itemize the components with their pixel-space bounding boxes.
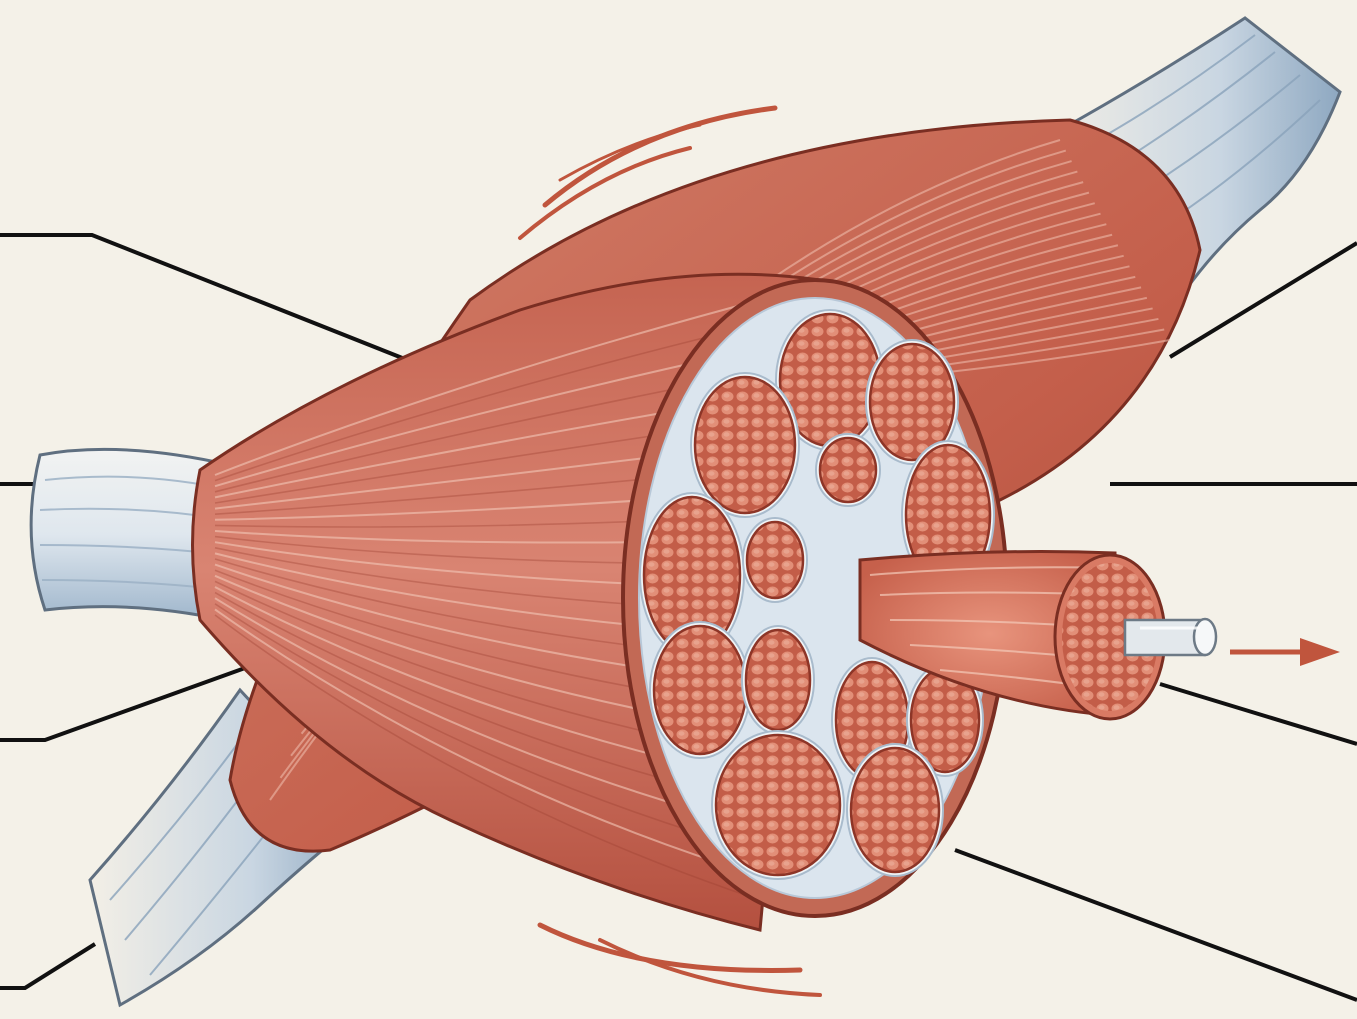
- fascicle: [746, 630, 810, 730]
- leader-line-bottom-left: [0, 944, 95, 988]
- leader-line-lower-right: [1160, 684, 1357, 744]
- fascicle: [716, 735, 840, 875]
- fascicle: [851, 748, 939, 872]
- leader-line-bottom-right: [955, 850, 1357, 1000]
- fascicle: [695, 377, 795, 513]
- leader-line-top-left: [0, 235, 420, 365]
- fascicle: [654, 626, 746, 754]
- fascicle: [820, 438, 876, 502]
- pull-arrow-icon: [1230, 638, 1340, 666]
- fascicle: [747, 522, 803, 598]
- leader-line-lower-left: [0, 668, 245, 740]
